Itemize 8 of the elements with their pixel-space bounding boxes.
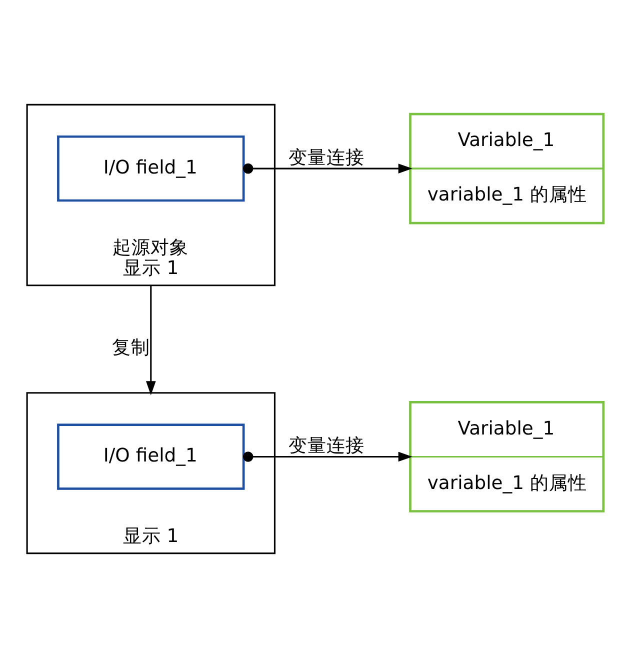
- edge-label: 变量连接: [288, 434, 365, 456]
- arrow: [146, 284, 156, 395]
- edge-label: 变量连接: [288, 146, 365, 168]
- edge-label: 复制: [112, 337, 150, 358]
- arrow: [242, 162, 412, 174]
- node-box: I/O field_1: [57, 423, 245, 490]
- node-box: I/O field_1: [57, 134, 245, 202]
- arrow: [242, 451, 412, 462]
